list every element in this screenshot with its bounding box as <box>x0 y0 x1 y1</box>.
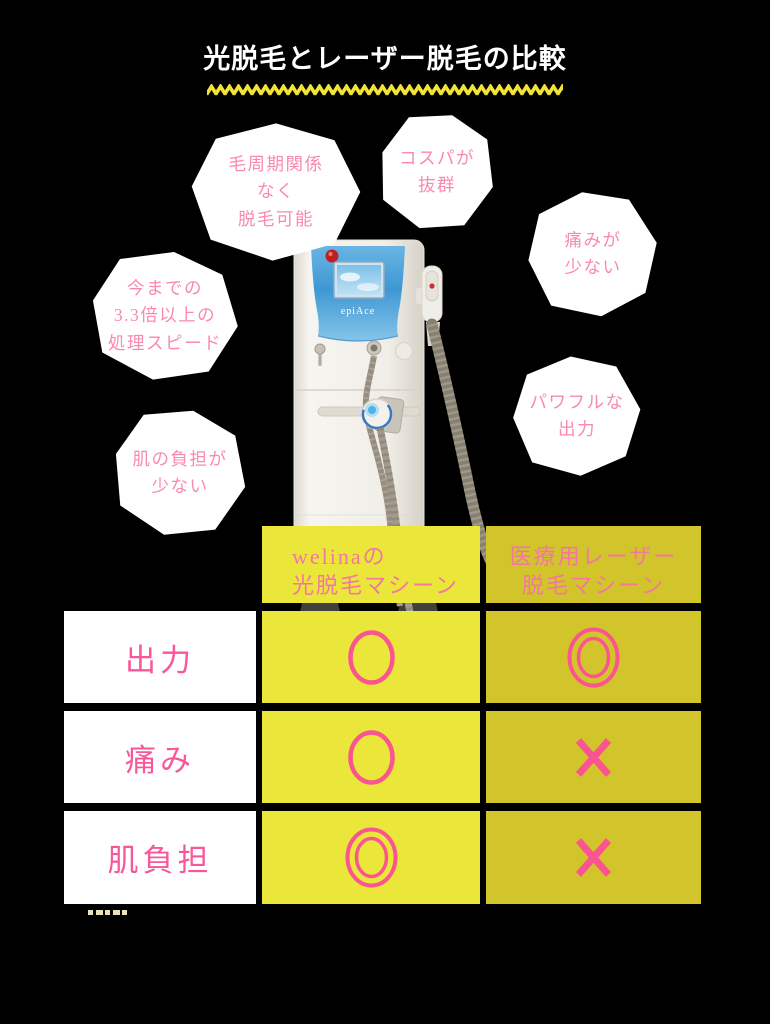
key <box>318 353 322 366</box>
callout-speed: 今までの 3.3倍以上の 処理スピード <box>90 250 240 382</box>
panel-edge <box>317 335 399 342</box>
callout-polygon <box>382 115 493 229</box>
callout-text: 痛みが 少ない <box>564 229 622 277</box>
callout-less-pain: 痛みが 少ない <box>527 190 659 318</box>
double-circle-symbol <box>345 827 397 888</box>
callout-polygon <box>92 251 238 380</box>
emergency-button-highlight <box>328 252 333 256</box>
callout-polygon <box>513 356 641 476</box>
cell-skin-laser <box>486 811 701 904</box>
cell-output-laser <box>486 611 701 703</box>
circle-symbol <box>347 629 395 685</box>
page-title: 光脱毛とレーザー脱毛の比較 <box>203 44 567 74</box>
row-label-skin-burden: 肌負担 <box>64 811 256 904</box>
holstered-handpiece-red-dot <box>429 283 435 289</box>
column-header-welina: welinaの 光脱毛マシーン <box>262 526 480 603</box>
cross-symbol <box>575 838 612 877</box>
zigzag-underline <box>207 84 563 97</box>
circle-symbol <box>347 729 395 785</box>
callout-less-skin-burden: 肌の負担が 少ない <box>112 408 248 538</box>
cell-pain-laser <box>486 711 701 803</box>
double-circle-symbol <box>567 627 620 687</box>
screen-cloud <box>357 283 379 291</box>
callout-polygon <box>191 123 361 261</box>
callout-text: コスパが 抜群 <box>399 147 475 195</box>
corrugated-hose-texture <box>426 322 536 595</box>
comparison-table: welinaの 光脱毛マシーン 医療用レーザー 脱毛マシーン 出力 痛み 肌負担 <box>64 526 701 904</box>
machine-brand-label: epiAce <box>341 306 375 317</box>
callout-polygon <box>115 410 246 535</box>
callout-text: 毛周期関係 なく 脱毛可能 <box>228 154 324 229</box>
handpiece-blue-ring <box>361 398 393 430</box>
callout-text: パワフルな 出力 <box>529 391 625 439</box>
callout-powerful-output: パワフルな 出力 <box>512 355 642 477</box>
callout-hair-cycle: 毛周期関係 なく 脱毛可能 <box>190 122 362 262</box>
key-switch <box>314 343 326 355</box>
callout-polygon <box>528 192 657 317</box>
callout-cost: コスパが 抜群 <box>378 112 496 232</box>
cable-socket-center <box>370 344 378 352</box>
emergency-button <box>325 249 339 263</box>
callout-text: 今までの 3.3倍以上の 処理スピード <box>108 278 222 353</box>
artifact-dash <box>88 910 130 915</box>
cell-pain-welina <box>262 711 480 803</box>
round-indent <box>394 341 414 361</box>
row-label-pain: 痛み <box>64 711 256 803</box>
cross-symbol <box>575 737 612 777</box>
column-header-laser: 医療用レーザー 脱毛マシーン <box>486 526 701 603</box>
handpiece-led <box>368 406 376 414</box>
callout-text: 肌の負担が 少ない <box>132 448 228 496</box>
row-label-output: 出力 <box>64 611 256 703</box>
handpiece-cable-texture <box>362 355 403 607</box>
screen-cloud <box>340 272 360 282</box>
table-corner-spacer <box>64 526 256 603</box>
cell-skin-welina <box>262 811 480 904</box>
cell-output-welina <box>262 611 480 703</box>
